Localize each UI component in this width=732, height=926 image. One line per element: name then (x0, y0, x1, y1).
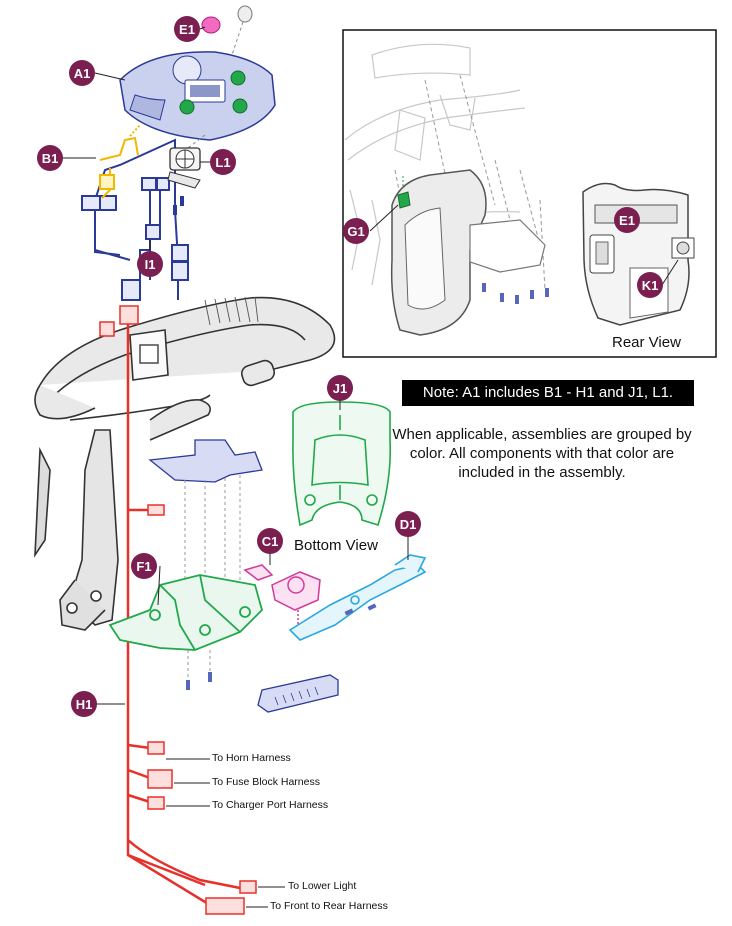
inset-detail-box (342, 29, 717, 358)
svg-text:G1: G1 (347, 224, 364, 239)
label-lower-light: To Lower Light (288, 880, 357, 892)
label-fuse-block-harness: To Fuse Block Harness (212, 776, 320, 788)
color-grouping-description: When applicable, assemblies are grouped … (392, 426, 692, 481)
rear-view-label: Rear View (612, 334, 681, 351)
inset-ghost-tiller (344, 43, 526, 286)
callout-badge-l1: L1 (210, 149, 236, 175)
bracket-f1 (108, 574, 264, 651)
d1-screws (344, 603, 377, 616)
label-horn-harness: To Horn Harness (212, 752, 291, 764)
svg-text:K1: K1 (642, 278, 659, 293)
main-harness-h1 (99, 305, 257, 915)
mounting-plate (148, 439, 263, 483)
callout-badge-k1: K1 (637, 272, 663, 298)
callout-badge-i1: I1 (137, 251, 163, 277)
svg-text:I1: I1 (145, 257, 156, 272)
callout-badge-f1: F1 (131, 553, 157, 579)
svg-text:C1: C1 (262, 534, 279, 549)
svg-text:A1: A1 (74, 66, 91, 81)
callout-badge-b1: B1 (37, 145, 63, 171)
svg-text:J1: J1 (333, 381, 347, 396)
bottom-view-j1 (292, 401, 392, 527)
throttle-lever-d1 (288, 554, 427, 641)
tiller-frame (34, 296, 336, 631)
assembly-note: Note: A1 includes B1 - H1 and J1, L1. (402, 380, 694, 406)
svg-text:E1: E1 (619, 213, 635, 228)
speaker-l1 (167, 147, 201, 215)
svg-text:E1: E1 (179, 22, 195, 37)
g1-clip (397, 191, 411, 209)
svg-text:H1: H1 (76, 697, 93, 712)
callout-badge-e1-rear: E1 (614, 207, 640, 233)
console-a1 (119, 5, 276, 159)
callout-badge-g1: G1 (343, 218, 369, 244)
svg-text:D1: D1 (400, 517, 417, 532)
callout-badge-h1: H1 (71, 691, 97, 717)
svg-text:B1: B1 (42, 151, 59, 166)
svg-text:F1: F1 (136, 559, 151, 574)
inset-screws (482, 283, 549, 304)
switch-c1 (243, 564, 321, 635)
lower-light-bar (257, 674, 339, 713)
svg-text:L1: L1 (215, 155, 230, 170)
inset-bracket (469, 219, 546, 273)
callout-badge-a1: A1 (69, 60, 95, 86)
callout-badge-d1: D1 (395, 511, 421, 537)
callout-badge-e1: E1 (174, 16, 200, 42)
f1-screws (186, 672, 212, 690)
callout-badge-j1: J1 (327, 375, 353, 401)
connector-b1 (99, 124, 141, 199)
bottom-view-label: Bottom View (294, 537, 378, 554)
callout-badge-c1: C1 (257, 528, 283, 554)
label-charger-port-harness: To Charger Port Harness (212, 799, 329, 811)
label-front-to-rear-harness: To Front to Rear Harness (270, 900, 388, 912)
